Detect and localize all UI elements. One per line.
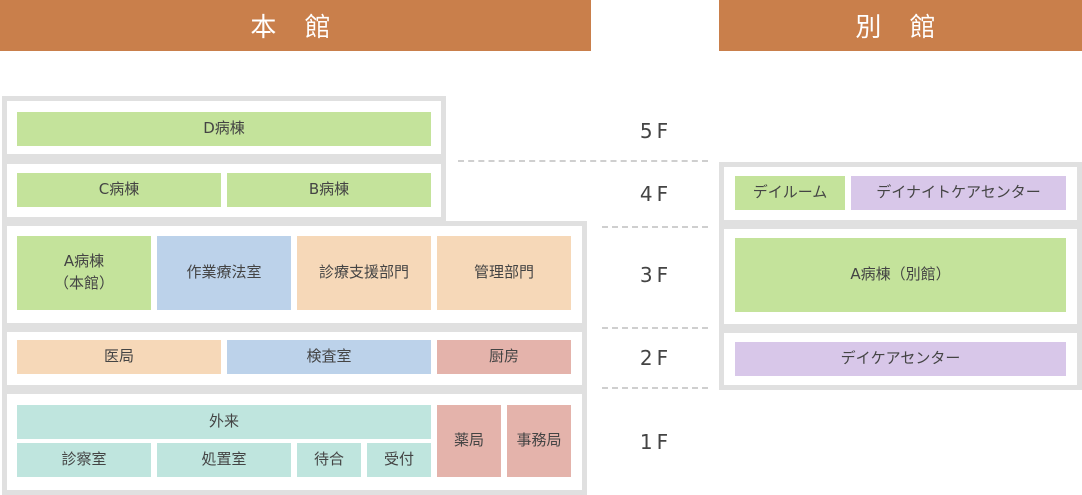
floor-label-4f: 4F [639, 182, 673, 206]
room-day-night-care-center: デイナイトケアセンター [851, 176, 1066, 210]
annex-building-header: 別 館 [719, 0, 1082, 51]
floor-divider-4-3 [602, 226, 708, 228]
floor-label-3f: 3F [639, 263, 673, 287]
room-a-ward-main: A病棟 （本館） [17, 236, 151, 310]
room-dayroom: デイルーム [735, 176, 845, 210]
room-administration: 管理部門 [437, 236, 571, 310]
room-treatment: 処置室 [157, 443, 291, 477]
floor-label-2f: 2F [639, 346, 673, 370]
floor-divider-2-1 [602, 387, 708, 389]
room-office: 事務局 [507, 405, 571, 477]
room-examination: 診察室 [17, 443, 151, 477]
floor-label-5f: 5F [639, 119, 673, 143]
room-a-ward-annex: A病棟（別館） [735, 238, 1066, 312]
main-building-title: 本 館 [250, 13, 341, 43]
room-day-care-center: デイケアセンター [735, 342, 1066, 376]
floor-label-1f: 1F [639, 430, 673, 454]
room-outpatient: 外来 [17, 405, 431, 439]
room-reception: 受付 [367, 443, 431, 477]
floor-divider-5-4 [458, 160, 708, 162]
room-kitchen: 厨房 [437, 340, 571, 374]
annex-building-title: 別 館 [855, 13, 946, 43]
main-building-header: 本 館 [0, 0, 591, 51]
room-clinical-support: 診療支援部門 [297, 236, 431, 310]
room-medical-office: 医局 [17, 340, 221, 374]
room-d-ward: D病棟 [17, 112, 431, 146]
room-occupational-therapy: 作業療法室 [157, 236, 291, 310]
room-waiting: 待合 [297, 443, 361, 477]
room-b-ward: B病棟 [227, 173, 431, 207]
floor-divider-3-2 [602, 327, 708, 329]
room-c-ward: C病棟 [17, 173, 221, 207]
room-pharmacy: 薬局 [437, 405, 501, 477]
room-laboratory: 検査室 [227, 340, 431, 374]
